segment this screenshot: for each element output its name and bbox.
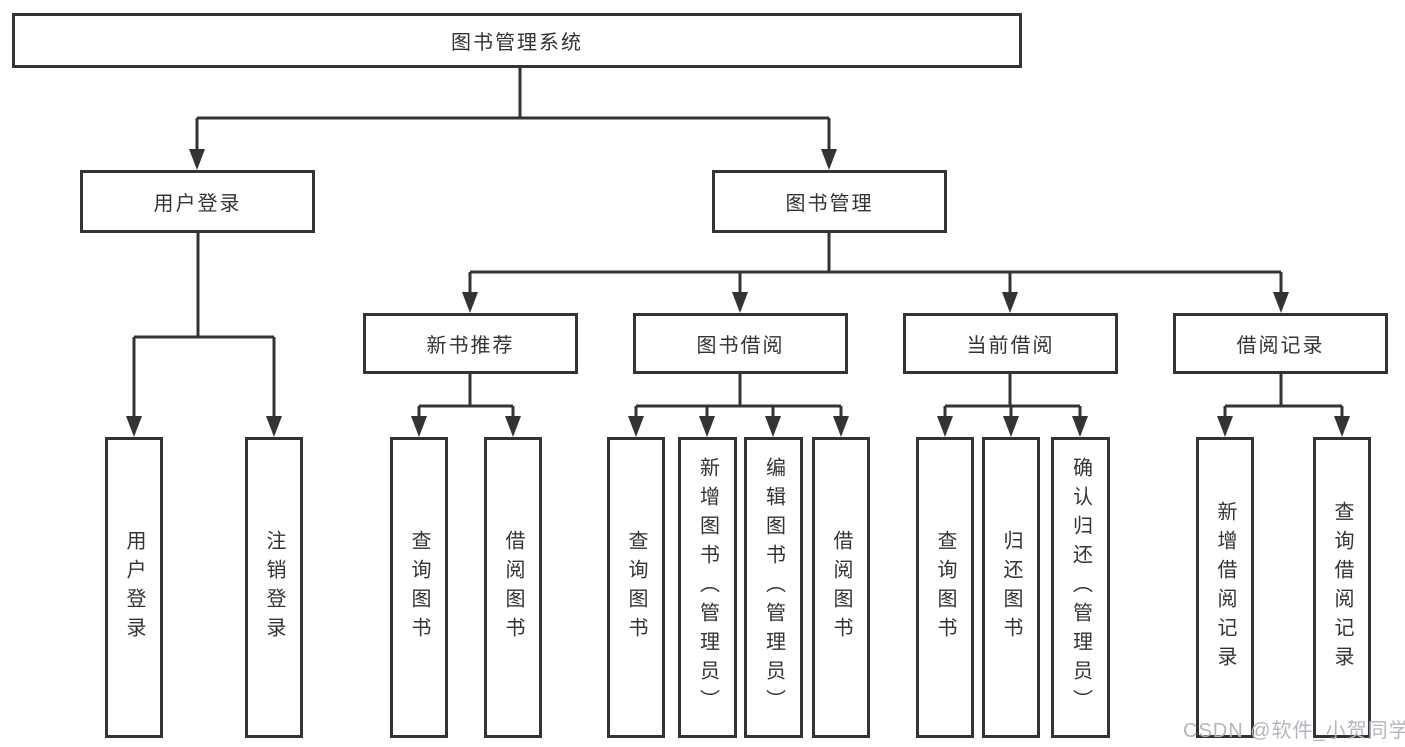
node-label: 新增图书（管理员）	[696, 457, 719, 718]
node-book-management: 图书管理	[712, 170, 947, 233]
node-label: 新书推荐	[426, 335, 515, 357]
node-query-borrow-record: 查询借阅记录	[1313, 437, 1371, 738]
node-label: 当前借阅	[966, 335, 1055, 357]
node-label: 图书管理	[785, 193, 874, 215]
node-logout-action: 注销登录	[245, 437, 303, 738]
node-label: 借阅记录	[1236, 335, 1325, 357]
node-label: 用户登录	[123, 529, 145, 646]
node-label: 编辑图书（管理员）	[762, 457, 785, 718]
node-label: 用户登录	[153, 193, 242, 215]
node-library-management-system: 图书管理系统	[12, 13, 1022, 68]
node-label: 新增借阅记录	[1214, 500, 1236, 675]
node-label: 查询借阅记录	[1331, 500, 1353, 675]
node-query-books-recommend: 查询图书	[390, 437, 448, 738]
node-borrow-records: 借阅记录	[1173, 313, 1388, 374]
node-user-login: 用户登录	[80, 170, 315, 233]
node-confirm-return-admin: 确认归还（管理员）	[1051, 437, 1110, 738]
node-borrow-books-action: 借阅图书	[812, 437, 870, 738]
node-current-borrow: 当前借阅	[903, 313, 1118, 374]
node-label: 查询图书	[934, 529, 956, 646]
node-label: 查询图书	[408, 529, 430, 646]
node-label: 归还图书	[1000, 529, 1022, 646]
node-label: 借阅图书	[502, 529, 524, 646]
node-label: 借阅图书	[830, 529, 852, 646]
node-new-book-recommend: 新书推荐	[363, 313, 578, 374]
node-label: 确认归还（管理员）	[1069, 457, 1092, 718]
node-label: 注销登录	[263, 529, 285, 646]
node-book-borrow: 图书借阅	[633, 313, 848, 374]
node-add-borrow-record: 新增借阅记录	[1196, 437, 1254, 738]
node-return-book: 归还图书	[982, 437, 1040, 738]
node-label: 图书借阅	[696, 335, 785, 357]
node-query-books-borrow: 查询图书	[607, 437, 665, 738]
node-edit-book-admin: 编辑图书（管理员）	[744, 437, 803, 738]
csdn-watermark: CSDN @软件_小贺同学	[1183, 720, 1405, 742]
node-label: 查询图书	[625, 529, 647, 646]
node-label: 图书管理系统	[451, 32, 583, 54]
node-add-book-admin: 新增图书（管理员）	[678, 437, 737, 738]
arrowheads	[126, 149, 1350, 437]
node-borrow-books-recommend: 借阅图书	[484, 437, 542, 738]
node-query-books-current: 查询图书	[916, 437, 974, 738]
node-user-login-action: 用户登录	[105, 437, 163, 738]
